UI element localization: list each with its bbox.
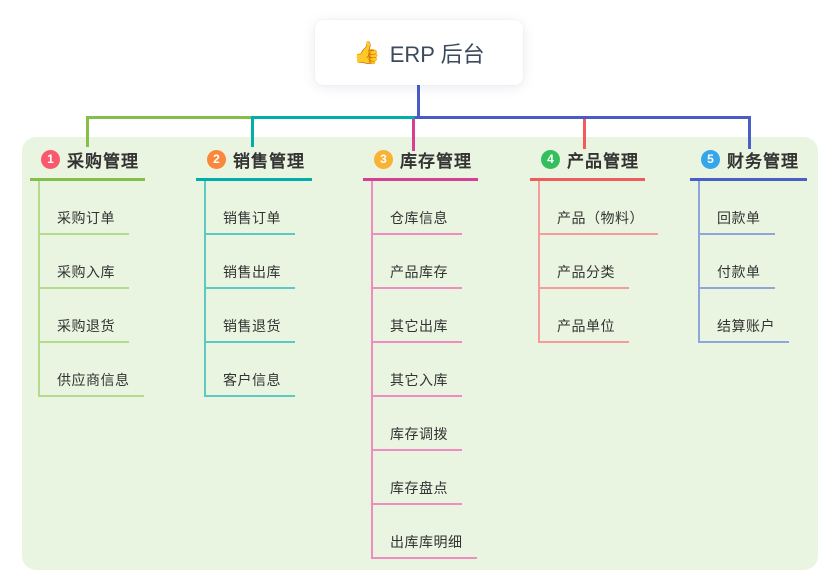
branch-number-badge: 1: [41, 149, 60, 169]
child-node[interactable]: 其它出库: [373, 289, 462, 343]
branch-header-finance[interactable]: 5 财务管理: [690, 148, 807, 181]
child-node[interactable]: 出库库明细: [373, 505, 477, 559]
branch-children: 销售订单 销售出库 销售退货 客户信息: [204, 181, 312, 397]
child-node[interactable]: 付款单: [700, 235, 775, 289]
branch-header-purchase[interactable]: 1 采购管理: [30, 148, 145, 181]
child-node[interactable]: 销售订单: [206, 181, 295, 235]
branch-title: 采购管理: [67, 151, 139, 171]
connector-drop-4: [583, 119, 586, 149]
child-node[interactable]: 回款单: [700, 181, 775, 235]
child-node[interactable]: 结算账户: [700, 289, 789, 343]
connector-root-vertical: [417, 85, 420, 117]
connector-bus-segment-5: [415, 116, 751, 119]
branches-panel: [22, 137, 818, 570]
branch-header-product[interactable]: 4 产品管理: [530, 148, 645, 181]
connector-drop-5: [748, 116, 751, 149]
connector-drop-2: [251, 116, 254, 147]
child-node[interactable]: 其它入库: [373, 343, 462, 397]
child-node[interactable]: 仓库信息: [373, 181, 462, 235]
child-node[interactable]: 库存盘点: [373, 451, 462, 505]
branch-title: 产品管理: [567, 151, 639, 171]
child-node[interactable]: 产品（物料）: [540, 181, 658, 235]
branch-number-badge: 5: [701, 149, 720, 169]
branch-header-sales[interactable]: 2 销售管理: [196, 148, 312, 181]
branch-header-inventory[interactable]: 3 库存管理: [363, 148, 478, 181]
root-node[interactable]: 👍 ERP 后台: [315, 20, 523, 85]
branch-number-badge: 2: [207, 149, 226, 169]
child-node[interactable]: 库存调拨: [373, 397, 462, 451]
child-node[interactable]: 采购退货: [40, 289, 129, 343]
connector-drop-1: [86, 116, 89, 147]
branch-number-badge: 3: [374, 149, 393, 169]
branch-children: 仓库信息 产品库存 其它出库 其它入库 库存调拨 库存盘点 出库库明细: [371, 181, 478, 559]
thumbs-up-icon: 👍: [353, 39, 381, 65]
child-node[interactable]: 客户信息: [206, 343, 295, 397]
child-node[interactable]: 销售出库: [206, 235, 295, 289]
child-node[interactable]: 供应商信息: [40, 343, 144, 397]
child-node[interactable]: 产品单位: [540, 289, 629, 343]
root-title: ERP 后台: [389, 41, 485, 67]
branch-number-badge: 4: [541, 149, 560, 169]
branch-children: 采购订单 采购入库 采购退货 供应商信息: [38, 181, 145, 397]
branch-product: 4 产品管理 产品（物料） 产品分类 产品单位: [530, 148, 658, 343]
branch-finance: 5 财务管理 回款单 付款单 结算账户: [690, 148, 807, 343]
branch-inventory: 3 库存管理 仓库信息 产品库存 其它出库 其它入库 库存调拨 库存盘点 出库库…: [363, 148, 478, 559]
child-node[interactable]: 产品库存: [373, 235, 462, 289]
branch-purchase: 1 采购管理 采购订单 采购入库 采购退货 供应商信息: [30, 148, 145, 397]
connector-drop-3: [412, 119, 415, 151]
branch-title: 财务管理: [727, 151, 799, 171]
branch-children: 回款单 付款单 结算账户: [698, 181, 807, 343]
child-node[interactable]: 产品分类: [540, 235, 629, 289]
branch-title: 销售管理: [233, 151, 305, 171]
connector-bus-segment-1: [86, 116, 254, 119]
branch-sales: 2 销售管理 销售订单 销售出库 销售退货 客户信息: [196, 148, 312, 397]
child-node[interactable]: 采购订单: [40, 181, 129, 235]
child-node[interactable]: 采购入库: [40, 235, 129, 289]
child-node[interactable]: 销售退货: [206, 289, 295, 343]
branch-title: 库存管理: [400, 151, 472, 171]
connector-bus-segment-2: [251, 116, 418, 119]
branch-children: 产品（物料） 产品分类 产品单位: [538, 181, 658, 343]
